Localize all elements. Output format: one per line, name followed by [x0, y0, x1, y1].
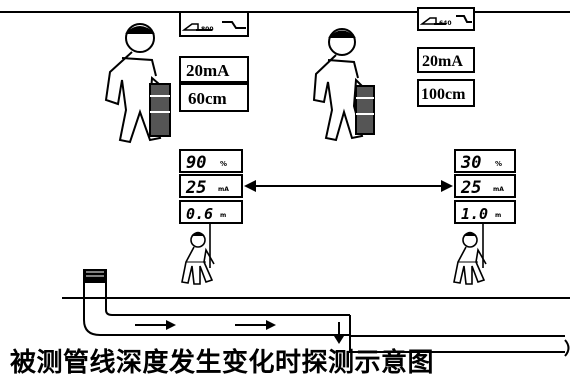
meter-current-left: 25 — [185, 178, 206, 198]
depth-value-left: 60cm — [188, 89, 227, 108]
meter-depth-left: 0.6 — [186, 205, 213, 223]
depth-value-right: 100cm — [421, 86, 466, 103]
meter-signal-unit-left: % — [220, 160, 227, 168]
current-box-right — [417, 47, 475, 73]
meter-depth-unit-right: m — [495, 212, 501, 219]
current-box-left — [179, 56, 249, 83]
signal-indicator-left: 800 — [179, 11, 249, 37]
locator-figure-left — [181, 223, 215, 285]
comparison-arrow — [244, 180, 453, 192]
diagram-caption: 被测管线深度发生变化时探测示意图 — [10, 348, 435, 378]
meter-signal-left: 90 — [186, 153, 206, 173]
locator-figure-right — [453, 223, 487, 285]
meter-signal-right: 30 — [460, 153, 481, 173]
meter-signal-unit-right: % — [495, 160, 502, 168]
meter-current-unit-right: mA — [493, 186, 504, 193]
current-value-right: 20mA — [422, 53, 463, 70]
meter-current-right: 25 — [460, 178, 481, 198]
current-value-left: 20mA — [186, 61, 230, 80]
signal-label-left: 800 — [201, 26, 214, 33]
buried-pipe — [83, 269, 570, 357]
meter-current-unit-left: mA — [218, 186, 229, 193]
meter-depth-unit-left: m — [220, 212, 226, 219]
depth-box-right — [417, 79, 475, 107]
meter-stack-left — [179, 149, 243, 224]
flow-arrows — [135, 320, 344, 344]
signal-indicator-right: 640 — [417, 7, 475, 31]
meter-stack-right — [454, 149, 516, 224]
signal-label-right: 640 — [439, 20, 452, 27]
operator-figure-left — [104, 23, 171, 144]
operator-figure-right — [312, 28, 375, 142]
meter-depth-right: 1.0 — [461, 205, 488, 223]
depth-box-left — [179, 83, 249, 112]
